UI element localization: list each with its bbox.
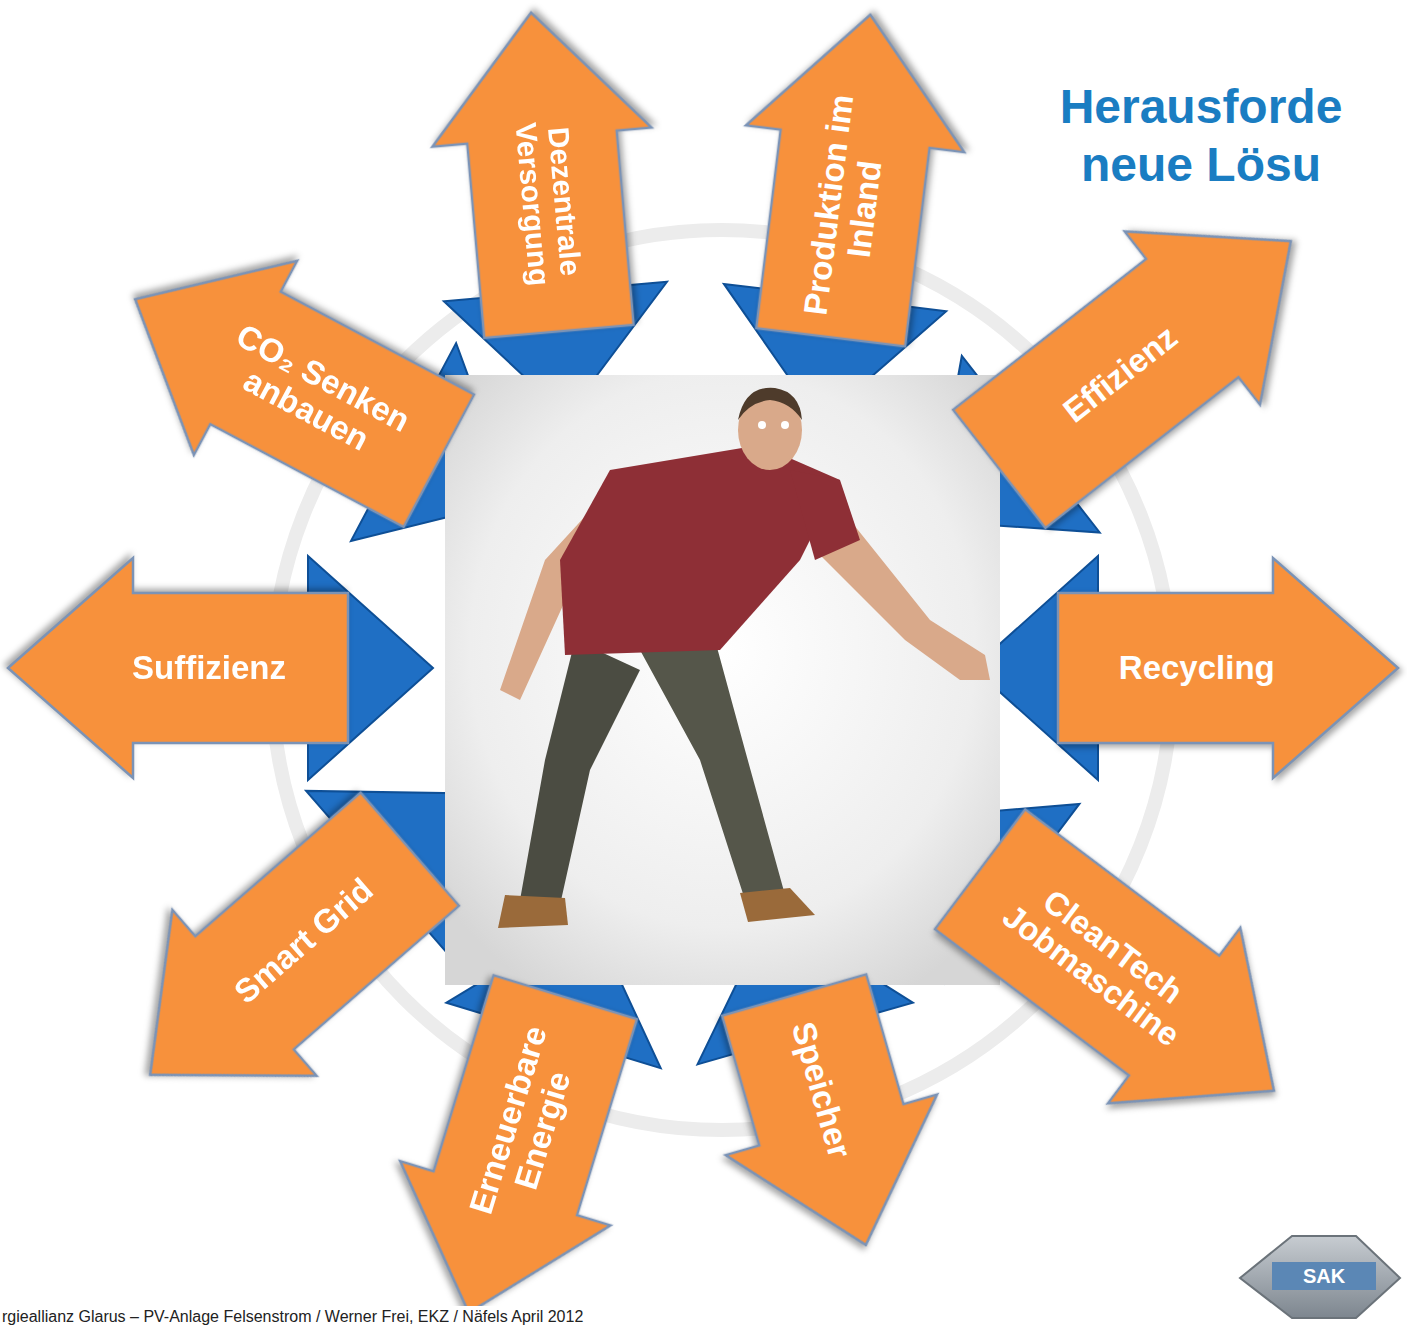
hair (738, 388, 802, 420)
arrow-outline (688, 965, 971, 1276)
orange-arrow: Dezentrale Versorgung (421, 3, 668, 341)
orange-arrow: Produktion im Inland (721, 1, 979, 350)
orange-arrow: Suffizienz (8, 558, 348, 778)
shoe (740, 888, 815, 922)
arrow-label: Suffizienz (132, 650, 286, 686)
arrow-outline (931, 154, 1358, 555)
arrow-label: Smart Grid (227, 872, 380, 1011)
arrow-outline (914, 781, 1340, 1178)
eye (781, 421, 789, 429)
arrow-outline (721, 1, 979, 350)
arrow-text-area: Suffizienz (71, 593, 349, 743)
arrow-text-area: Recycling (1058, 593, 1336, 743)
footer-note: rgieallianz Glarus – PV-Anlage Felsenstr… (0, 1306, 587, 1328)
arrow-outline (78, 766, 482, 1158)
shoe (498, 895, 568, 928)
arrow-text-area: Produktion im Inland (756, 68, 937, 347)
arrow-outline (1058, 558, 1398, 778)
arrow-label: Recycling (1119, 650, 1275, 686)
sleeve (790, 470, 860, 560)
slide-title: Herausforde neue Lösu (1001, 78, 1401, 193)
logo-shape (1240, 1236, 1400, 1318)
arrow-label: CleanTech Jobmaschine (980, 857, 1223, 1065)
arrow-outline (83, 202, 490, 558)
orange-arrow: Recycling (1058, 558, 1398, 778)
photo-box (445, 375, 1000, 985)
person-photo (445, 375, 1000, 985)
arrow-outline (8, 558, 348, 778)
arrow-outline (364, 965, 671, 1330)
logo-band (1272, 1262, 1376, 1290)
jeans-left (520, 640, 640, 905)
arrow-text-area: Dezentrale Versorgung (462, 68, 634, 338)
arrow-label: Dezentrale Versorgung (505, 76, 591, 331)
arrow-label: CO₂ Senken anbauen (187, 304, 442, 485)
jeans-right (640, 640, 785, 900)
sak-logo (1240, 1236, 1400, 1318)
orange-arrow: Erneuerbare Energie (364, 965, 671, 1330)
arrow-outline (421, 3, 668, 341)
arrow-label: Effizienz (1056, 319, 1184, 430)
eye (758, 421, 766, 429)
arrow-label: Produktion im Inland (796, 86, 897, 328)
logo-text: SAK (1272, 1262, 1376, 1290)
arrow-label: Speicher (785, 1018, 858, 1162)
arrow-label: Erneuerbare Energie (455, 995, 598, 1255)
